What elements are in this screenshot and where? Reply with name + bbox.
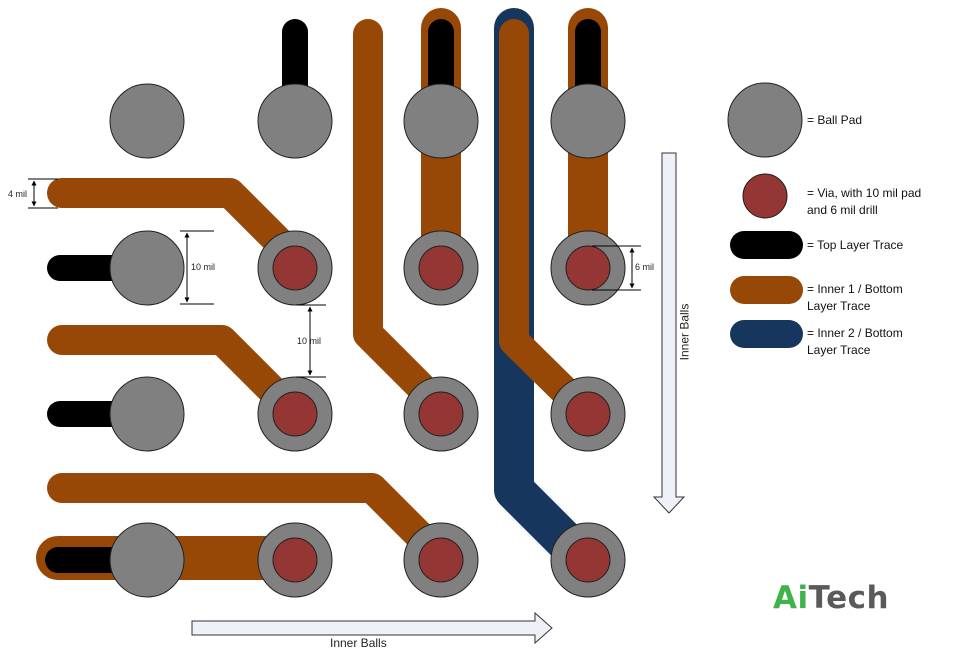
via [257, 522, 333, 598]
ball-pad [109, 230, 185, 306]
legend-via-label: = Via, with 10 mil pad and 6 mil drill [807, 185, 921, 219]
via [403, 230, 479, 306]
legend-inner2-label: = Inner 2 / Bottom Layer Trace [807, 325, 903, 359]
inner1-trace-col2 [353, 19, 453, 419]
via [403, 522, 479, 598]
legend-via-text-line2: and 6 mil drill [807, 203, 878, 217]
legend-inner1-text-line2: Layer Trace [807, 299, 871, 313]
aitech-logo: AiTech [773, 580, 889, 616]
via [550, 522, 626, 598]
legend-ball-pad-label: = Ball Pad [807, 112, 862, 129]
ball-pad [550, 83, 626, 159]
ball-pad [109, 522, 185, 598]
dim-label-pad-spacing: 10 mil [297, 336, 322, 346]
legend [727, 82, 803, 348]
ball-pad [257, 83, 333, 159]
dim-label-pad-diameter: 10 mil [191, 262, 216, 272]
legend-via-swatch [742, 173, 788, 219]
dim-label-drill: 6 mil [635, 262, 655, 272]
ball-pad [403, 83, 479, 159]
legend-top-trace-label: = Top Layer Trace [807, 237, 903, 254]
inner-balls-vertical-label: Inner Balls [677, 303, 692, 361]
horizontal-arrow [191, 611, 553, 645]
vertical-arrow [652, 152, 686, 514]
legend-ball-pad-swatch [727, 82, 803, 158]
legend-ball-pad-text: = Ball Pad [807, 113, 863, 127]
legend-inner1-label: = Inner 1 / Bottom Layer Trace [807, 281, 903, 315]
ball-pad [109, 376, 185, 452]
via [403, 376, 479, 452]
legend-top-trace-text: = Top Layer Trace [807, 238, 904, 252]
vias [257, 230, 626, 598]
legend-inner2-text-line1: = Inner 2 / Bottom [807, 326, 903, 340]
brand-part-tech: Tech [808, 580, 890, 616]
direction-arrows [191, 152, 686, 645]
legend-inner1-text-line1: = Inner 1 / Bottom [807, 282, 903, 296]
ball-pads [109, 83, 626, 598]
via [257, 376, 333, 452]
inner1-trace-row2 [47, 178, 310, 273]
inner-balls-horizontal-label: Inner Balls [330, 636, 387, 650]
dimension-lines [28, 178, 641, 378]
ball-pad [109, 83, 185, 159]
via [550, 376, 626, 452]
via [550, 230, 626, 306]
legend-via-text-line1: = Via, with 10 mil pad [807, 186, 922, 200]
dim-label-trace-width: 4 mil [8, 189, 28, 199]
via [257, 230, 333, 306]
brand-part-ai: Ai [773, 580, 809, 616]
legend-inner2-text-line2: Layer Trace [807, 343, 871, 357]
